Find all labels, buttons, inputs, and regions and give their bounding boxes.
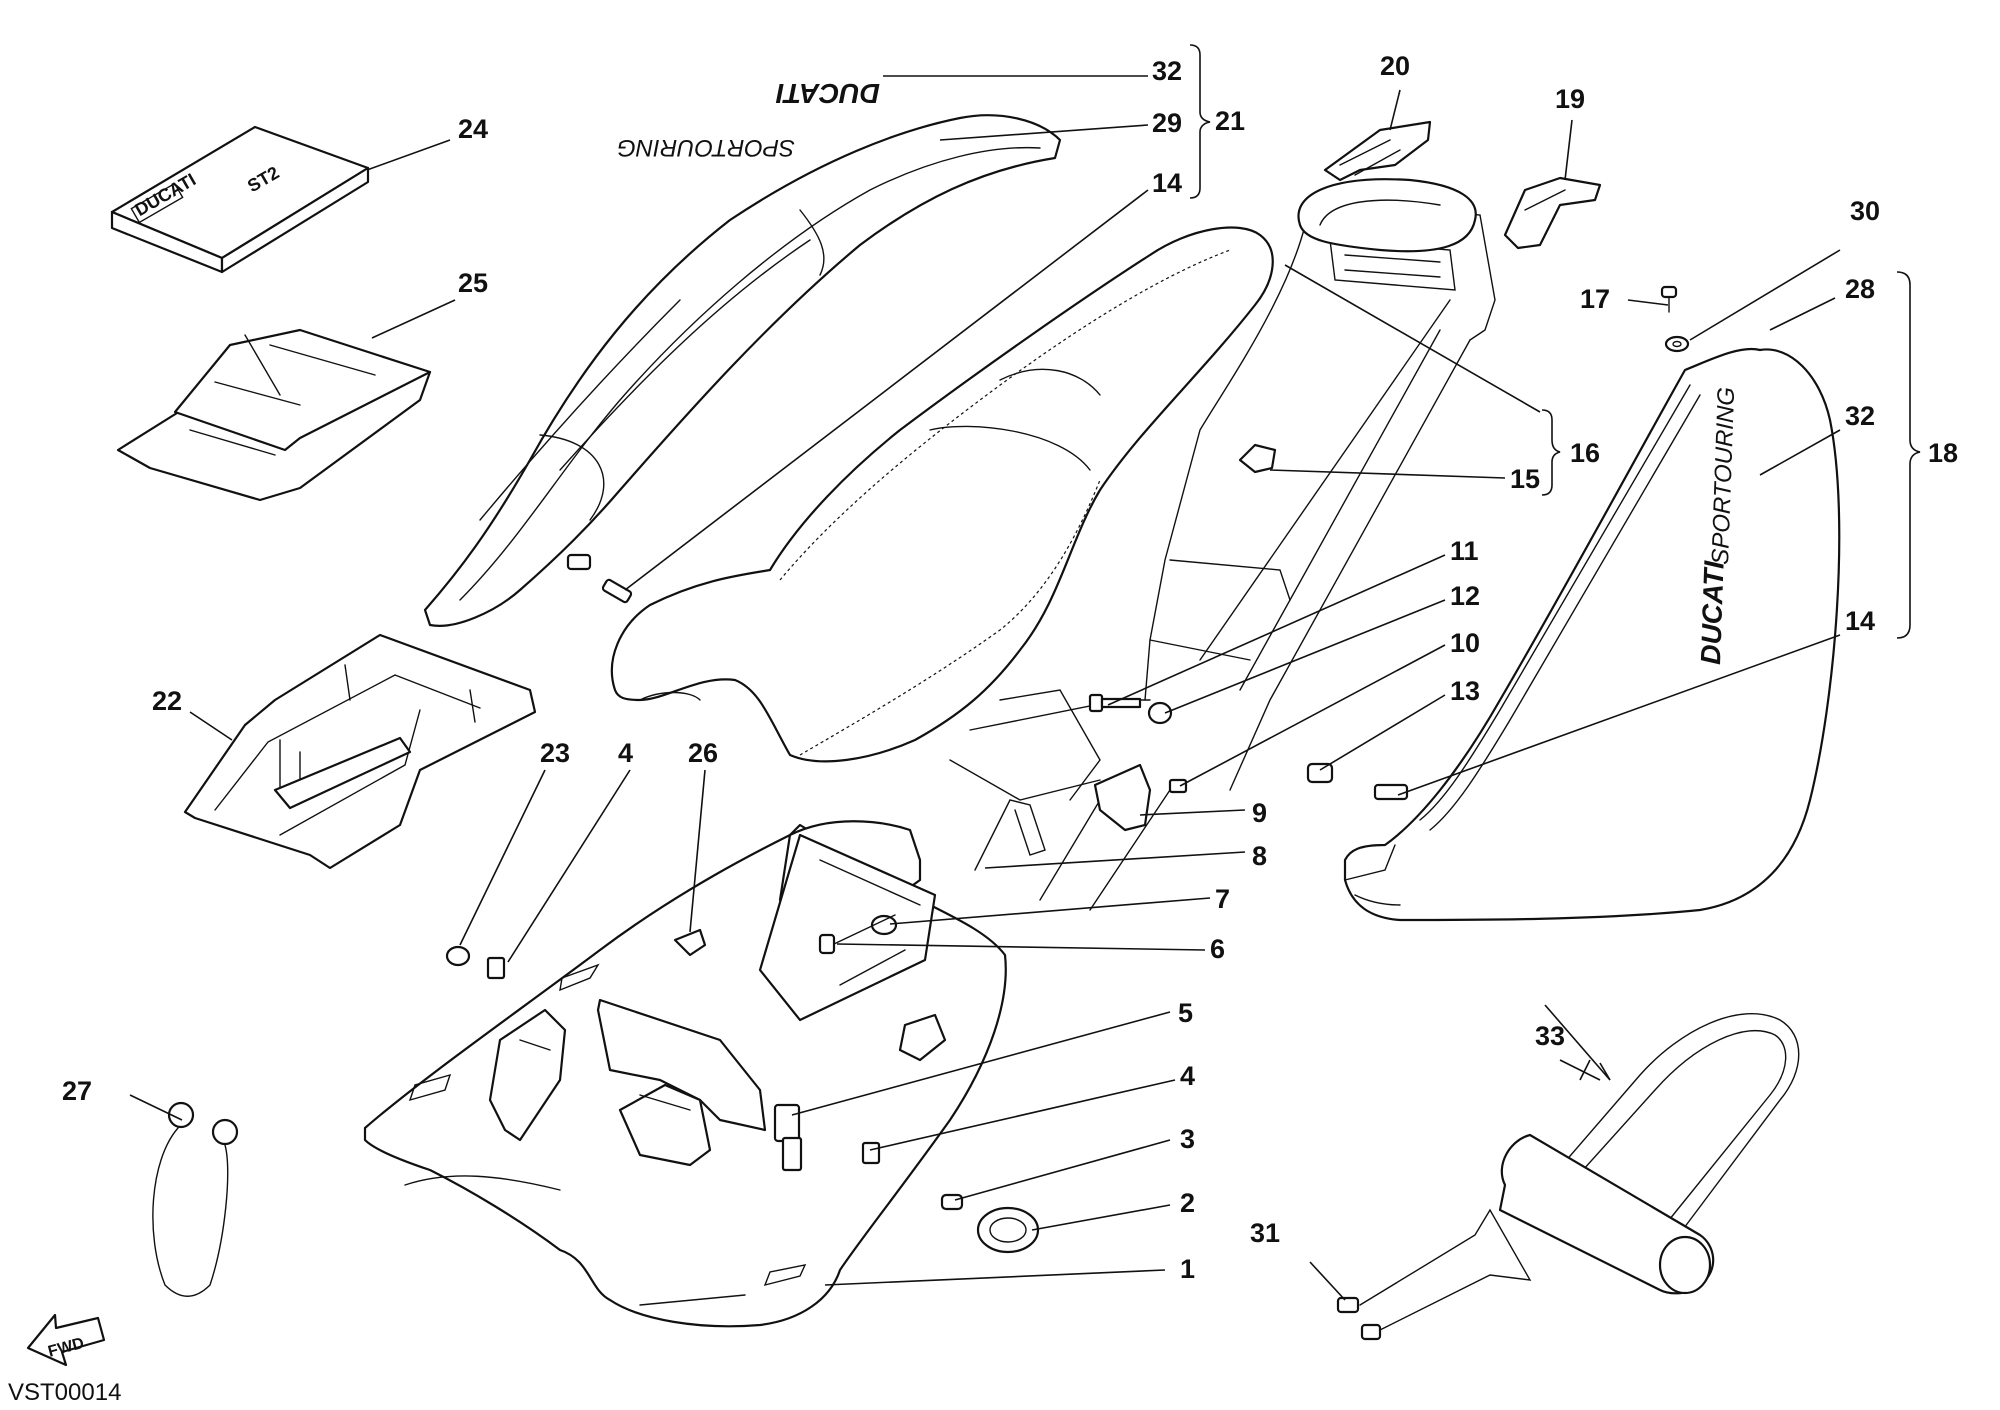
- callout-20: 20: [1380, 51, 1410, 81]
- callout-13: 13: [1450, 676, 1480, 706]
- seat-cover: DUCATI SPORTOURING: [423, 78, 1062, 627]
- callout-6: 6: [1210, 934, 1225, 964]
- callout-22: 22: [152, 686, 182, 716]
- callout-4b: 4: [1180, 1061, 1195, 1091]
- callout-18: 18: [1928, 438, 1958, 468]
- callout-33: 33: [1535, 1021, 1565, 1051]
- rear-undertray: [363, 820, 1007, 1328]
- clip-4b: [861, 1141, 881, 1165]
- tool-pouch: [116, 328, 432, 502]
- dual-seat: [610, 226, 1274, 763]
- callout-17: 17: [1580, 284, 1610, 314]
- lock-cable: [1336, 1208, 1532, 1341]
- callout-1: 1: [1180, 1254, 1195, 1284]
- callout-15: 15: [1510, 464, 1540, 494]
- callout-8: 8: [1252, 841, 1267, 871]
- callout-7: 7: [1215, 884, 1230, 914]
- callout-11: 11: [1450, 536, 1479, 566]
- screw-17: [1660, 285, 1678, 313]
- callout-9: 9: [1252, 798, 1267, 828]
- callout-14a: 14: [1152, 168, 1182, 198]
- clip-8: [974, 799, 1046, 871]
- spacer-13: [1306, 762, 1334, 784]
- callout-31: 31: [1250, 1218, 1280, 1248]
- callouts: 32 29 14 21 24 25 20 19 30 17 28 32 18 1…: [62, 51, 1958, 1284]
- side-sportouring-text: SPORTOURING: [1707, 387, 1740, 566]
- callout-21: 21: [1215, 106, 1245, 136]
- drawing-code: VST00014: [8, 1379, 121, 1406]
- callout-32a: 32: [1152, 56, 1182, 86]
- helmet-cable: [152, 1101, 239, 1297]
- leader-lines: [129, 75, 1841, 1301]
- callout-30: 30: [1850, 196, 1880, 226]
- callout-25: 25: [458, 268, 488, 298]
- callout-4a: 4: [618, 738, 633, 768]
- cover-ducati-text: DUCATI: [775, 78, 880, 109]
- callout-2: 2: [1180, 1188, 1195, 1218]
- cover-sportouring-text: SPORTOURING: [617, 134, 795, 161]
- rear-subframe: [949, 178, 1496, 911]
- callout-14b: 14: [1845, 606, 1875, 636]
- tail-section-side: DUCATI SPORTOURING: [1343, 347, 1841, 922]
- side-ducati-text: DUCATI: [1695, 559, 1730, 665]
- callout-28: 28: [1845, 274, 1875, 304]
- callout-3: 3: [1180, 1124, 1195, 1154]
- spring-14-seat: [566, 553, 633, 604]
- clip-4a: [486, 956, 506, 980]
- bolt-11: [1088, 693, 1142, 713]
- screw-6: [818, 914, 896, 955]
- callout-12: 12: [1450, 581, 1480, 611]
- hook-19: [1503, 176, 1602, 250]
- callout-24: 24: [458, 114, 488, 144]
- nut-23: [445, 945, 471, 967]
- spring-14: [1373, 783, 1409, 801]
- owners-manual: DUCATI ST2: [110, 125, 370, 274]
- u-lock: [1498, 1012, 1800, 1295]
- callout-19: 19: [1555, 84, 1585, 114]
- bracket-21: [1189, 44, 1211, 199]
- rear-tray: [183, 633, 537, 870]
- callout-29: 29: [1152, 108, 1182, 138]
- screw-3: [940, 1193, 964, 1211]
- bumper-26: [673, 928, 707, 957]
- forward-arrow-icon: FWD: [26, 1313, 106, 1367]
- nut-7: [870, 914, 898, 936]
- callout-10: 10: [1450, 628, 1480, 658]
- bracket-16: [1541, 409, 1561, 496]
- callout-16: 16: [1570, 438, 1600, 468]
- callout-5: 5: [1178, 998, 1193, 1028]
- bracket-18: [1896, 271, 1921, 639]
- washer-30: [1664, 335, 1690, 353]
- bracket-9: [1093, 763, 1152, 832]
- screw-10: [1168, 778, 1188, 794]
- callout-32b: 32: [1845, 401, 1875, 431]
- callout-23: 23: [540, 738, 570, 768]
- washer-12: [1147, 701, 1173, 725]
- callout-27: 27: [62, 1076, 92, 1106]
- grommet-2: [976, 1206, 1040, 1254]
- hook-20: [1323, 120, 1432, 182]
- callout-26: 26: [688, 738, 718, 768]
- grommet-15: [1238, 443, 1277, 474]
